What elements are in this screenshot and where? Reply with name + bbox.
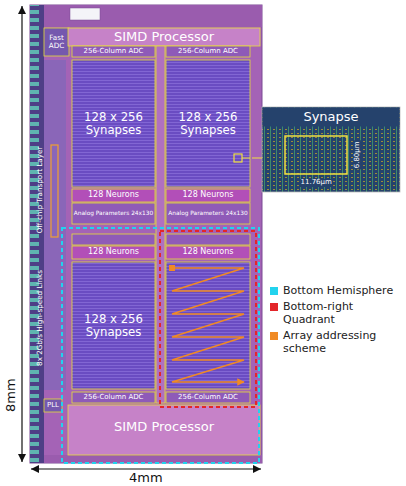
legend-swatch [270,332,278,340]
block-label: 256-Column ADC [84,48,144,56]
adc-strip: 256-Column ADC [166,392,250,403]
block-label: SIMD Processor [114,30,214,44]
block-label: 128 Neurons [88,248,139,257]
synapse-array: 128 x 256 Synapses [164,60,252,187]
legend-swatch [270,303,278,311]
block-label: 128 x 256 Synapses [164,111,252,137]
synapse-array: 128 x 256 Synapses [70,262,157,389]
pll-block: PLL [44,399,62,412]
adc-strip [166,46,250,57]
block-label: PLL [47,402,59,410]
legend-row: Bottom Hemisphere [270,284,399,297]
block-label: Synapse [300,110,361,124]
pll-block [44,399,62,412]
parameter-storage [72,203,155,224]
block-label: Fast ADC [42,34,71,50]
synapse-marker [234,154,242,162]
parameter-storage: Analog Parameters 24x130 [166,203,250,224]
neuron-row: 128 Neurons [72,189,155,202]
dimension-label: 6.80µm [353,140,361,169]
neuron-row [166,246,250,259]
adc-strip [72,392,155,403]
block-label: 128 Neurons [182,248,233,257]
neuron-row [166,189,250,202]
adc-strip: 256-Column ADC [166,46,250,57]
dimension-line [31,468,261,469]
dimension-line [21,6,22,462]
processor-block [68,28,260,46]
adc-strip [166,392,250,403]
quadrant-outline [160,231,256,407]
dimension-label: 11.76µm [300,179,333,187]
leader-line [242,158,250,159]
adc-block: Fast ADC [42,28,71,56]
neuron-row [72,189,155,202]
processor-block [68,405,260,455]
neuron-row [72,246,155,259]
block-label: 128 x 256 Synapses [70,313,157,339]
synapse-cell-outline [285,136,347,174]
region-outline [51,145,58,237]
parameter-storage [72,234,155,245]
parameter-storage [166,234,250,245]
neuron-row: 128 Neurons [166,246,250,259]
block-label: SIMD Processor [114,420,214,434]
synapse-array [166,262,250,389]
block-label: 128 Neurons [182,191,233,200]
legend-text: Array addressing scheme [283,329,399,355]
hemisphere-outline [62,228,259,463]
legend-row: Array addressing scheme [270,329,399,355]
legend-row: Bottom-right Quadrant [270,300,399,326]
link-block: 8x 2Gb/s High-speed Links [30,268,50,368]
processor-block: SIMD Processor [70,29,258,46]
adc-strip [72,46,155,57]
synapse-array: 128 x 256 Synapses [70,60,157,187]
legend-text: Bottom Hemisphere [283,284,399,297]
legend-swatch [270,287,278,295]
die [30,5,262,463]
neuron-row: 128 Neurons [72,246,155,259]
pad-row [44,5,262,27]
legend: Bottom HemisphereBottom-right QuadrantAr… [270,284,399,358]
block-label: 8x 2Gb/s High-speed Links [36,270,44,366]
block-label: 128 Neurons [88,191,139,200]
block-label: Analog Parameters 24x130 [74,210,153,216]
adc-strip: 256-Column ADC [72,392,155,403]
parameter-storage [166,203,250,224]
parameter-storage: Analog Parameters 24x130 [72,203,155,224]
center-strip [156,46,165,403]
processor-block: SIMD Processor [70,415,258,439]
dimension-label: 4mm [128,471,164,485]
logo [70,8,100,20]
synapse-zoom-image [262,107,400,192]
block-label: 256-Column ADC [178,394,238,402]
neuron-row: 128 Neurons [166,189,250,202]
legend-text: Bottom-right Quadrant [283,300,399,326]
block-label: 256-Column ADC [178,48,238,56]
zoom-band [263,108,400,127]
block-label: 128 x 256 Synapses [70,111,157,137]
pad-row [44,455,262,463]
block-label: 256-Column ADC [84,394,144,402]
dimension-label: 8mm [4,377,18,413]
pad-column [30,5,44,463]
addressing-zigzag [172,268,244,382]
adc-strip: 256-Column ADC [72,46,155,57]
block-label: Off-chip Transport Layer [36,147,44,234]
block-label: Analog Parameters 24x130 [168,210,247,216]
leader-line [252,158,262,159]
transport-layer: Off-chip Transport Layer [30,144,50,236]
